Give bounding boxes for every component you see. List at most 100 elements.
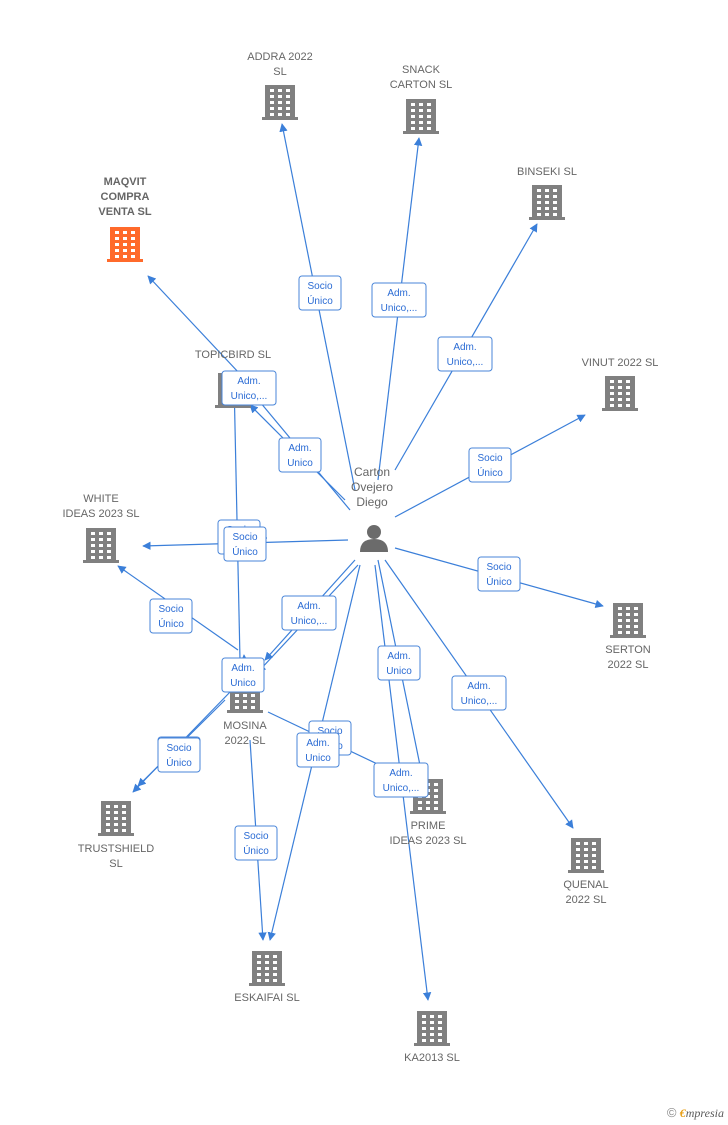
building-icon xyxy=(403,99,439,134)
company-label: CARTON SL xyxy=(390,79,453,91)
role-box xyxy=(298,275,342,311)
role-text: Único xyxy=(166,756,192,769)
company-label: IDEAS 2023 SL xyxy=(389,835,466,847)
brand-logo: €mpresia xyxy=(679,1106,724,1120)
company-node-eskaifai[interactable]: ESKAIFAI SL xyxy=(234,951,300,1004)
company-label: SL xyxy=(273,66,286,78)
company-label: QUENAL xyxy=(563,879,608,891)
role-box xyxy=(149,598,193,634)
company-label: PRIME xyxy=(411,820,446,832)
company-node-quenal[interactable]: QUENAL 2022 SL xyxy=(563,838,609,906)
role-label-r-maqvit[interactable]: Adm.Unico,... xyxy=(221,370,277,406)
role-label-r-topic[interactable]: Adm.Unico xyxy=(278,437,322,473)
role-labels: SocioÚnicoAdm.Unico,...Adm.Unico,...Soci… xyxy=(149,275,521,861)
person-name-line: Diego xyxy=(356,495,388,509)
role-text: Socio xyxy=(158,604,183,615)
role-text: Socio xyxy=(166,743,191,754)
role-label-r-binseki[interactable]: Adm.Unico,... xyxy=(437,336,493,372)
role-box xyxy=(221,370,277,406)
building-icon xyxy=(249,951,285,986)
company-node-ka2013[interactable]: KA2013 SL xyxy=(404,1011,460,1064)
company-label: TRUSTSHIELD xyxy=(78,843,154,855)
copyright-symbol: © xyxy=(666,1105,677,1120)
company-label: VINUT 2022 SL xyxy=(582,357,659,369)
role-text: Adm. xyxy=(306,738,329,749)
building-icon xyxy=(610,603,646,638)
role-text: Adm. xyxy=(387,288,410,299)
building-icon xyxy=(98,801,134,836)
role-text: Socio xyxy=(477,453,502,464)
role-text: Adm. xyxy=(288,443,311,454)
company-label: SL xyxy=(109,858,122,870)
company-label: IDEAS 2023 SL xyxy=(62,508,139,520)
role-text: Unico,... xyxy=(381,303,418,314)
company-label: WHITE xyxy=(83,493,118,505)
edges xyxy=(117,123,604,1001)
role-text: Adm. xyxy=(297,601,320,612)
company-label: ADDRA 2022 xyxy=(247,51,312,63)
role-box xyxy=(371,282,427,318)
company-label: 2022 SL xyxy=(566,894,607,906)
company-label: COMPRA xyxy=(101,191,150,203)
role-box xyxy=(223,526,267,562)
role-text: Unico xyxy=(230,678,256,689)
company-node-binseki[interactable]: BINSEKI SL xyxy=(517,166,577,220)
role-text: Adm. xyxy=(231,663,254,674)
role-text: Socio xyxy=(307,281,332,292)
role-label-r-ka[interactable]: Adm. Unico,... xyxy=(373,762,429,798)
role-text: Socio xyxy=(243,831,268,842)
role-text: Unico,... xyxy=(231,391,268,402)
role-label-r-snack[interactable]: Adm. Unico,... xyxy=(371,282,427,318)
role-text: Unico xyxy=(305,753,331,764)
role-label-r-quenal[interactable]: Adm. Unico,... xyxy=(451,675,507,711)
building-icon xyxy=(107,227,143,262)
role-text: Unico,... xyxy=(447,357,484,368)
company-label: ESKAIFAI SL xyxy=(234,992,299,1004)
role-box xyxy=(468,447,512,483)
role-text: Adm. xyxy=(389,768,412,779)
role-text: Adm. xyxy=(467,681,490,692)
company-node-white[interactable]: WHITE IDEAS 2023 SL xyxy=(62,493,140,563)
role-label-r-mosina-b[interactable]: Adm. Unico xyxy=(221,657,265,693)
role-label-r-prime[interactable]: Adm.Unico xyxy=(377,645,421,681)
role-text: Socio xyxy=(317,726,342,737)
role-text: Unico,... xyxy=(461,696,498,707)
company-label: MOSINA xyxy=(223,720,267,732)
role-label-r-esk2[interactable]: Adm. Unico xyxy=(296,732,340,768)
company-label: MAQVIT xyxy=(104,176,147,188)
role-text: Unico,... xyxy=(383,783,420,794)
role-text: Único xyxy=(307,294,333,307)
building-icon xyxy=(83,528,119,563)
company-node-prime[interactable]: PRIME IDEAS 2023 SL xyxy=(389,779,467,847)
role-text: Socio xyxy=(486,562,511,573)
role-box xyxy=(221,657,265,693)
role-box xyxy=(477,556,521,592)
building-icon xyxy=(414,1011,450,1046)
role-box xyxy=(281,595,337,631)
role-box xyxy=(278,437,322,473)
company-label: KA2013 SL xyxy=(404,1052,460,1064)
company-node-trustshield[interactable]: TRUSTSHIELD SL xyxy=(78,801,154,870)
role-box xyxy=(234,825,278,861)
role-box xyxy=(296,732,340,768)
company-label: 2022 SL xyxy=(225,735,266,747)
role-text: Adm. xyxy=(387,651,410,662)
role-label-r-mosina-a[interactable]: Adm.Unico,... xyxy=(281,595,337,631)
person-name-line: Ovejero xyxy=(351,480,393,494)
company-node-vinut[interactable]: VINUT 2022 SL xyxy=(582,357,659,411)
building-icon xyxy=(529,185,565,220)
